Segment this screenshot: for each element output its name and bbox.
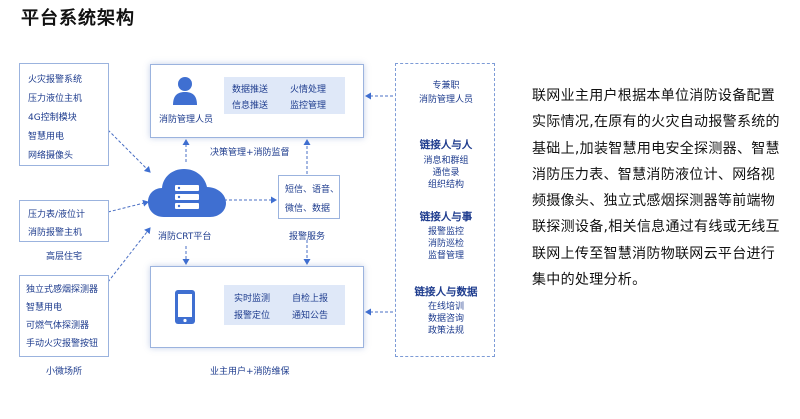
cloud-icon: [148, 169, 226, 217]
list-item: 火灾报警系统: [28, 75, 83, 85]
list-item: 压力液位主机: [28, 94, 83, 104]
service-label: 监控管理: [290, 101, 327, 111]
bottom-panel: 实时监测 自检上报 报警定位 通知公告: [150, 266, 364, 348]
link-label: 决策管理+消防监督: [210, 148, 290, 158]
cloud-label: 消防CRT平台: [158, 232, 212, 242]
section-item: 政策法规: [427, 326, 464, 336]
device-group-2: 压力表/液位计 消防报警主机: [19, 200, 109, 242]
section-heading: 链接人与数据: [414, 286, 478, 298]
group-caption: 小微场所: [46, 367, 83, 377]
right-top-line: 专兼职: [432, 81, 460, 91]
service-label: 自检上报: [292, 294, 329, 304]
list-item: 压力表/液位计: [28, 210, 86, 220]
top-services-panel: 数据推送 火情处理 信息推送 监控管理: [224, 77, 345, 114]
service-label: 通知公告: [292, 311, 329, 321]
channel-line: 短信、语音、: [285, 185, 340, 195]
section-item: 消息和群组: [423, 156, 469, 166]
bottom-caption: 业主用户+消防维保: [210, 367, 290, 377]
service-label: 实时监测: [234, 294, 271, 304]
section-item: 报警监控: [427, 227, 464, 237]
list-item: 可燃气体探测器: [26, 321, 90, 331]
section-item: 消防巡检: [427, 239, 464, 249]
description-text: 联网业主用户根据本单位消防设备配置实际情况,在原有的火灾自动报警系统的基础上,加…: [532, 88, 780, 289]
page-title: 平台系统架构: [21, 8, 135, 29]
section-item: 数据咨询: [427, 314, 464, 324]
list-item: 独立式感烟探测器: [26, 285, 99, 295]
phone-icon: [175, 290, 195, 324]
role-label: 消防管理人员: [159, 115, 214, 125]
service-label: 数据推送: [232, 85, 269, 95]
service-label: 火情处理: [290, 85, 327, 95]
alarm-service-caption: 报警服务: [289, 232, 326, 242]
list-item: 智慧用电: [28, 132, 65, 142]
section-item: 组织结构: [427, 180, 464, 190]
section-heading: 链接人与事: [419, 211, 473, 223]
section-item: 通信录: [432, 168, 460, 178]
top-panel: 消防管理人员 数据推送 火情处理 信息推送 监控管理: [150, 64, 364, 138]
user-icon: [173, 77, 197, 105]
arrow-group2-to-cloud: [107, 199, 149, 213]
service-label: 报警定位: [234, 311, 271, 321]
channel-line: 微信、数据: [285, 204, 331, 214]
section-item: 在线培训: [427, 302, 464, 312]
arrow-group3-to-cloud: [107, 227, 151, 283]
device-group-3: 独立式感烟探测器 智慧用电 可燃气体探测器 手动火灾报警按钮: [19, 275, 109, 357]
right-top-line: 消防管理人员: [418, 95, 473, 105]
list-item: 手动火灾报警按钮: [26, 339, 99, 349]
arrow-group1-to-cloud: [107, 129, 151, 173]
bottom-services-panel: 实时监测 自检上报 报警定位 通知公告: [224, 285, 345, 325]
list-item: 网络摄像头: [28, 151, 74, 161]
service-label: 信息推送: [232, 101, 269, 111]
list-item: 消防报警主机: [28, 228, 83, 238]
alarm-channels-box: 短信、语音、 微信、数据: [278, 175, 340, 219]
section-heading: 链接人与人: [419, 139, 473, 151]
section-item: 监督管理: [427, 251, 464, 261]
device-group-1: 火灾报警系统 压力液位主机 4G控制模块 智慧用电 网络摄像头: [19, 63, 109, 166]
right-panel: 专兼职 消防管理人员 链接人与人 消息和群组 通信录 组织结构 链接人与事 报警…: [395, 63, 495, 357]
list-item: 4G控制模块: [28, 113, 77, 123]
list-item: 智慧用电: [26, 303, 63, 313]
group-caption: 高层住宅: [46, 252, 83, 262]
